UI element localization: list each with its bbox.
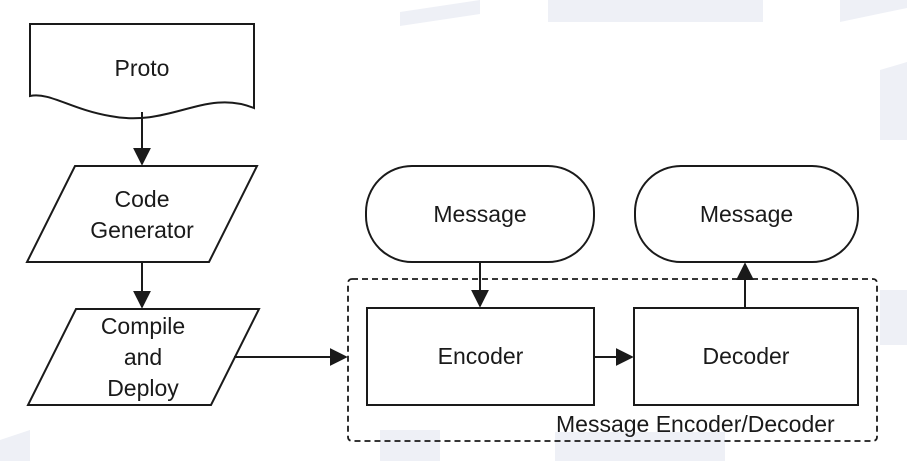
compile-deploy-shape bbox=[26, 308, 261, 406]
proto-shape bbox=[29, 23, 255, 120]
message-out-shape bbox=[634, 165, 859, 263]
code-generator-shape bbox=[25, 165, 259, 263]
decoder-shape bbox=[633, 307, 859, 406]
message-in-label: Message bbox=[433, 200, 527, 227]
group-caption: Message Encoder/Decoder bbox=[556, 411, 835, 437]
message-out-label: Message bbox=[699, 200, 794, 227]
encoder-label: Encoder bbox=[437, 343, 524, 369]
encoder-decoder-group-frame bbox=[347, 278, 878, 442]
proto-label: Proto bbox=[114, 54, 170, 81]
decoder-label: Decoder bbox=[702, 343, 790, 369]
code-generator-label: Code Generator bbox=[90, 186, 194, 243]
compile-deploy-label: Compile and Deploy bbox=[100, 312, 186, 401]
